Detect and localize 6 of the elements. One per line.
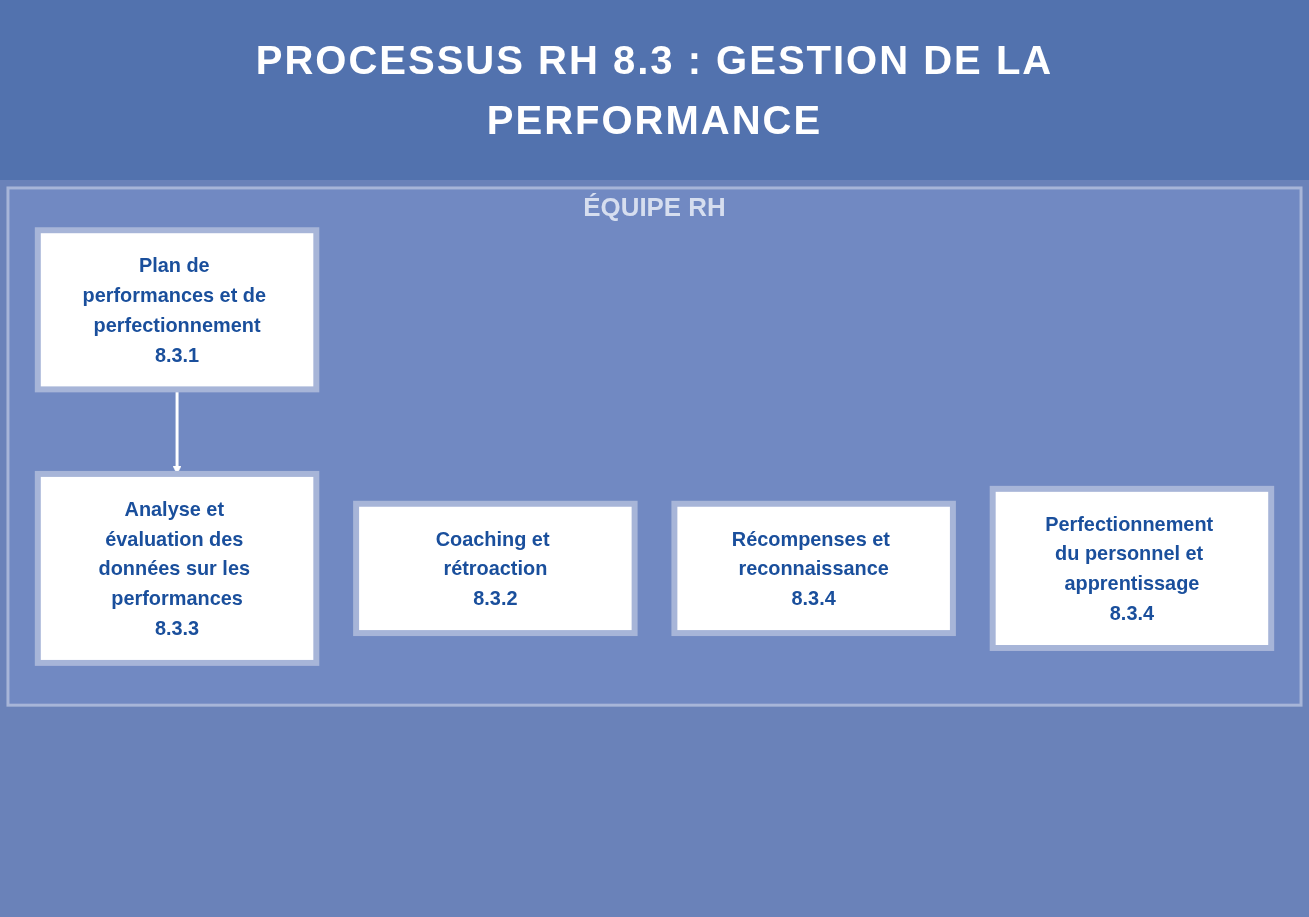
node-box: Analyse et évaluation des données sur les performances 8.3.3 xyxy=(34,470,320,666)
node-box: Plan de performances et de perfectionnement 8.3.1 xyxy=(34,227,320,393)
title-banner: PROCESSUS RH 8.3 : GESTION DE LA PERFORMANCE xyxy=(0,0,1309,180)
node-box: Récompenses et reconnaissance 8.3.4 xyxy=(671,500,956,637)
node-box: Perfectionnement du personnel et apprentissage 8.3.4 xyxy=(989,485,1275,651)
node-box: Coaching et rétroaction 8.3.2 xyxy=(353,500,638,637)
